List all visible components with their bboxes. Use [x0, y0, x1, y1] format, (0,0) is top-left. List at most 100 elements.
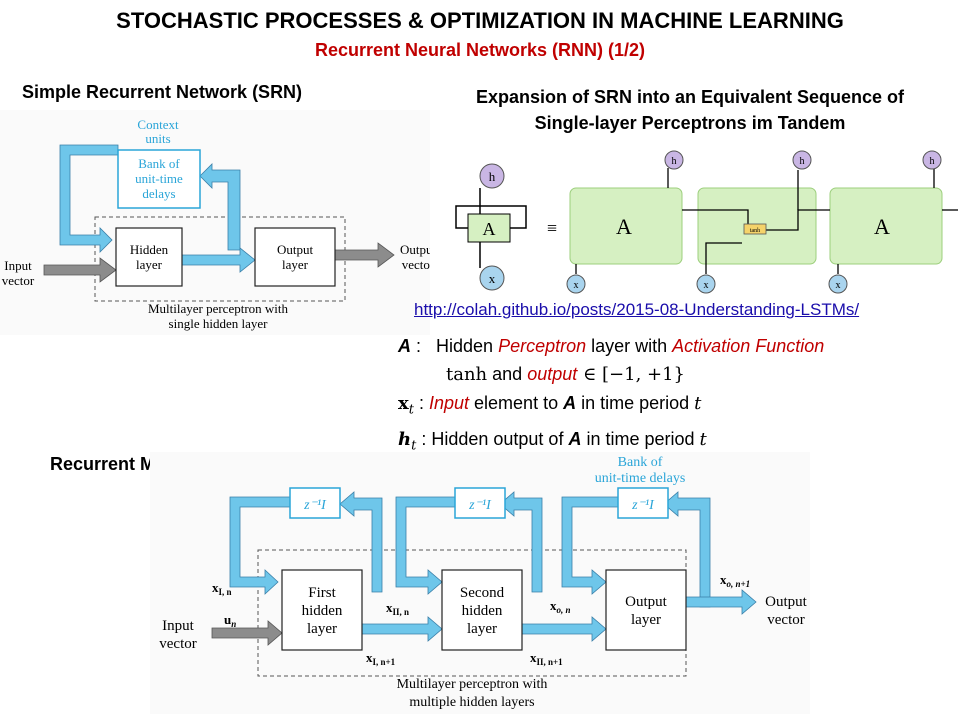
h-t-label: h [800, 156, 805, 167]
srn-input-arrow [43, 257, 117, 283]
delay-box-2 [454, 487, 506, 519]
rmlp-bank-label-2: unit-time delays [595, 471, 686, 486]
expansion-heading-line2: Single-layer Perceptrons im Tandem [534, 113, 846, 133]
srn-mlp-label-2: single hidden layer [169, 316, 269, 331]
srn-output-vector-label-2: vector [402, 257, 430, 272]
srn-left-loop-arrow [59, 144, 119, 253]
folded-h-t-label: h [489, 169, 496, 184]
h-t-node [792, 150, 812, 170]
folded-x-t-label: x [489, 271, 496, 286]
def-a-text1: Hidden [436, 336, 499, 356]
label-u-n: un [224, 612, 236, 629]
delay-box-3-label: z⁻¹I [631, 498, 655, 513]
first-hidden-box [281, 569, 363, 651]
def-x-input: Input [428, 393, 470, 413]
def-a-text2: layer with [586, 336, 673, 356]
folded-cell-A [467, 213, 511, 243]
rmlp-mlp-label-1: Multilayer perceptron with [397, 677, 548, 692]
srn-output-label-1: Output [277, 242, 314, 257]
label-x-o-n: xo, n [550, 598, 571, 615]
def-x-line: xt : Input element to A in time period t [398, 389, 953, 425]
def-x-symbol: x [398, 393, 409, 414]
input-vector-label-1: Input [162, 618, 194, 634]
rmlp-diagram: z⁻¹I z⁻¹I z⁻¹I First hidden layer Second… [150, 452, 810, 714]
srn-hidden-label-1: Hidden [130, 242, 169, 257]
srn-diagram: Context units Bank of unit-time delays H… [0, 110, 430, 335]
srn-bank-box [117, 149, 201, 209]
srn-context-label-2: units [145, 131, 170, 146]
folded-h-t-node [479, 163, 505, 189]
def-x-colon: : [413, 393, 429, 413]
rmlp-loop2-arrow [395, 496, 456, 595]
srn-output-box [254, 227, 336, 287]
x-t-label: x [704, 280, 709, 291]
def-x-text: element to [469, 393, 564, 413]
def-a-line2: tanh and output ∈ [−1, +1} [398, 360, 953, 389]
srn-output-arrow [334, 242, 395, 268]
srn-output-vector-label-1: Output [400, 242, 430, 257]
def-a-output: output [527, 364, 578, 384]
definitions: A : Hidden Perceptron layer with Activat… [398, 332, 953, 460]
label-x-I-n: xI, n [212, 580, 232, 597]
srn-output-label-2: layer [282, 257, 309, 272]
rmlp-loop1-return [339, 491, 383, 593]
unrolled-rnn-diagram: A h x ≡ A A tanh h h h x x x [455, 150, 958, 294]
def-a-perceptron: Perceptron [498, 336, 587, 356]
second-hidden-label-1: Second [460, 585, 505, 601]
first-hidden-label-3: layer [307, 621, 337, 637]
srn-bank-label-2: unit-time [135, 171, 183, 186]
second-hidden-box [441, 569, 523, 651]
srn-heading: Simple Recurrent Network (SRN) [22, 82, 303, 102]
second-hidden-label-2: hidden [462, 603, 503, 619]
second-hidden-label-3: layer [467, 621, 497, 637]
output-layer-label-1: Output [625, 594, 668, 610]
folded-x-t-node [479, 265, 505, 291]
delay-box-1-label: z⁻¹I [303, 498, 327, 513]
def-a-activation: Activation Function [672, 336, 825, 356]
def-x-t: t [694, 393, 702, 414]
rmlp-mlp-label-2: multiple hidden layers [409, 695, 534, 710]
rmlp-forward-2 [521, 616, 607, 642]
tanh-box [743, 223, 767, 235]
delay-box-2-label: z⁻¹I [468, 498, 492, 513]
h-next-label: h [930, 156, 935, 167]
expansion-heading: Expansion of SRN into an Equivalent Sequ… [430, 84, 950, 136]
srn-hidden-output-arrow [181, 247, 256, 273]
def-x-A: A [563, 393, 577, 413]
def-x-period: in time period [576, 393, 695, 413]
first-hidden-label-2: hidden [302, 603, 343, 619]
srn-hidden-box [115, 227, 183, 287]
rmlp-loop3-arrow [561, 496, 619, 595]
colah-link[interactable]: http://colah.github.io/posts/2015-08-Und… [414, 300, 860, 319]
srn-input-label-1: Input [4, 258, 32, 273]
h-next-node [922, 150, 942, 170]
def-a-line1: A : Hidden Perceptron layer with Activat… [398, 332, 953, 360]
def-h-symbol: h [398, 428, 412, 450]
h-prev-node [664, 150, 684, 170]
unrolled-cell-3 [829, 187, 943, 265]
x-prev-node [566, 274, 586, 294]
srn-mlp-box [94, 216, 346, 302]
output-layer-label-2: layer [631, 612, 661, 628]
folded-cell-A-label: A [483, 219, 496, 239]
def-h-t: t [699, 428, 707, 450]
unrolled-cell-1 [569, 187, 683, 265]
x-next-node [828, 274, 848, 294]
def-h-period: in time period [581, 428, 700, 449]
def-a-range: ∈ [−1, +1} [577, 364, 686, 385]
def-h-A: A [568, 428, 582, 449]
h-prev-label: h [672, 156, 677, 167]
unrolled-cell-1-label: A [616, 214, 632, 239]
expansion-heading-line1: Expansion of SRN into an Equivalent Sequ… [475, 87, 905, 107]
tanh-label: tanh [750, 228, 760, 234]
page-subtitle: Recurrent Neural Networks (RNN) (1/2) [314, 40, 646, 60]
delay-box-3 [617, 487, 669, 519]
label-x-o-n1: xo, n+1 [720, 572, 750, 589]
rmlp-input-arrow [211, 620, 283, 646]
def-x-sub: t [408, 402, 414, 418]
srn-context-label-1: Context [137, 117, 179, 132]
equiv-sign: ≡ [547, 218, 557, 238]
output-vector-label-1: Output [765, 594, 808, 610]
def-a-and: and [487, 364, 528, 384]
def-a-colon: : [411, 336, 422, 356]
